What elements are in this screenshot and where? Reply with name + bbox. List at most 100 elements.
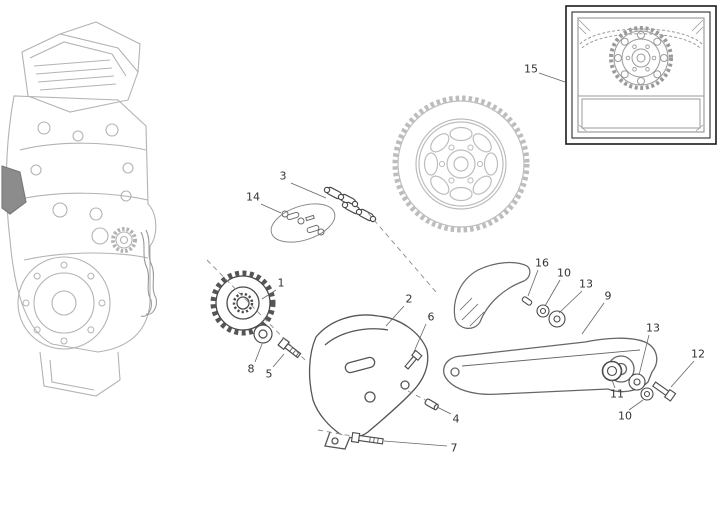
bolt-shaft — [284, 342, 302, 359]
chain-pin — [337, 193, 345, 201]
washer-hole — [258, 329, 268, 339]
gasket — [140, 231, 152, 317]
countershaft-sprocket-teeth — [111, 227, 137, 253]
rear-sprocket-bolt-hole — [438, 160, 446, 168]
upper-chain-guide — [453, 261, 531, 329]
clutch-cover-bolt — [87, 272, 95, 280]
callout-leader-line — [385, 305, 405, 327]
sprocket-cover — [308, 314, 429, 450]
washer-upper-large — [548, 310, 566, 328]
inset-detail-drawing — [577, 17, 705, 133]
rear-sprocket-slot — [430, 175, 450, 195]
crankcase-outline — [5, 95, 157, 353]
inset-sprocket-hole — [653, 37, 662, 46]
inset-sprocket-hole — [660, 54, 668, 62]
inset-inner-border — [571, 11, 711, 139]
inset-corner-hatch — [578, 19, 704, 132]
callout-leader-line — [290, 182, 327, 199]
callout-leader-line — [638, 334, 650, 376]
inset-sprocket-hole — [637, 31, 645, 39]
inset-frame — [577, 17, 705, 133]
assembly-axis-line — [407, 390, 428, 402]
inset-sprocket-bolt-hole — [632, 44, 637, 49]
callout-leader-line — [412, 323, 427, 355]
stud-bolt — [122, 162, 134, 174]
cover-body — [308, 314, 429, 439]
clutch-cover-bolt — [87, 326, 95, 334]
rear-sprocket-bolt-hole — [467, 144, 474, 151]
inset-sprocket-ring — [621, 38, 661, 78]
rear-sprocket-slot — [483, 152, 499, 176]
rear-sprocket-hub — [446, 149, 476, 179]
front-sprocket-spline — [232, 292, 254, 314]
kit-pin — [297, 217, 305, 225]
assembly-axis-line — [317, 429, 353, 437]
kit-outline — [270, 203, 336, 243]
callout-label-12: 12 — [691, 348, 705, 361]
clutch-cover-hub — [51, 290, 77, 316]
assembly-axis-line — [367, 212, 437, 293]
callout-label-11: 11 — [610, 388, 624, 401]
callout-leader-line — [611, 379, 616, 389]
bushing-outer — [601, 360, 623, 382]
chain-pin — [341, 201, 349, 209]
callout-label-7: 7 — [451, 442, 458, 455]
rear-sprocket-bore — [453, 156, 469, 172]
cover-mount-hole — [400, 380, 410, 390]
clutch-cover-bolts — [22, 261, 106, 345]
washer-outer — [536, 304, 550, 318]
callout-label-6: 6 — [428, 311, 435, 324]
inset-sprocket-bolt-hole — [625, 55, 631, 61]
inset-sprocket-bolt-holes — [625, 44, 657, 72]
inset-sprocket-bolt-hole — [651, 55, 657, 61]
inset-chain-arc — [579, 28, 703, 45]
callout-label-9: 9 — [605, 290, 612, 303]
inset-sprocket-center — [636, 53, 646, 63]
case-boss — [52, 202, 68, 218]
inset-sprocket-bolt-hole — [632, 67, 637, 72]
clutch-cover-bolt — [33, 326, 41, 334]
inset-sprocket-holes — [614, 31, 668, 85]
bushing-hole — [606, 365, 618, 377]
clutch-cover-bolt — [22, 299, 30, 307]
rear-sprocket-bolt-hole — [467, 177, 474, 184]
inset-sprocket-hole — [614, 54, 622, 62]
kit-link-plate — [306, 224, 320, 234]
cover-inner-curve — [324, 328, 389, 346]
clutch-cover — [17, 256, 111, 350]
callout-leader-line — [670, 360, 695, 388]
washer-upper-small — [536, 304, 550, 318]
bushing — [601, 360, 623, 382]
chain-links — [323, 186, 377, 223]
callout-label-14: 14 — [246, 191, 260, 204]
clutch-cover-bolt — [60, 261, 68, 269]
callout-leader-line — [254, 343, 263, 363]
kit-pin-bar — [305, 214, 315, 222]
cover-bolt-lower — [350, 431, 384, 445]
rear-sprocket-bolt-holes — [438, 144, 484, 184]
callout-leader-line — [260, 203, 282, 214]
slider-end-hole — [450, 367, 460, 377]
front-sprocket-washer — [253, 324, 273, 344]
inset-outer-border — [565, 5, 717, 145]
cylinder-head-cover — [21, 33, 139, 113]
callout-leader-line — [436, 406, 452, 415]
slider-pin — [521, 296, 533, 306]
guide-hatch — [459, 297, 485, 327]
callout-leader-line — [538, 72, 566, 83]
idler-gear — [91, 227, 109, 245]
bolt-threads — [369, 437, 379, 444]
callout-label-3: 3 — [280, 170, 287, 183]
rear-sprocket-rim — [397, 100, 525, 228]
gasket — [145, 229, 157, 315]
spacer-pin — [424, 398, 439, 411]
cover-tab-hole — [331, 437, 339, 445]
inset-chain-arc — [581, 33, 701, 49]
clutch-cover-bolt — [98, 299, 106, 307]
callout-leader-line — [527, 269, 539, 297]
callout-label-4: 4 — [453, 413, 460, 426]
callout-label-10: 10 — [618, 410, 632, 423]
inset-sprocket-hole — [620, 37, 629, 46]
kit-pin — [317, 228, 325, 236]
chain-pin — [351, 200, 359, 208]
